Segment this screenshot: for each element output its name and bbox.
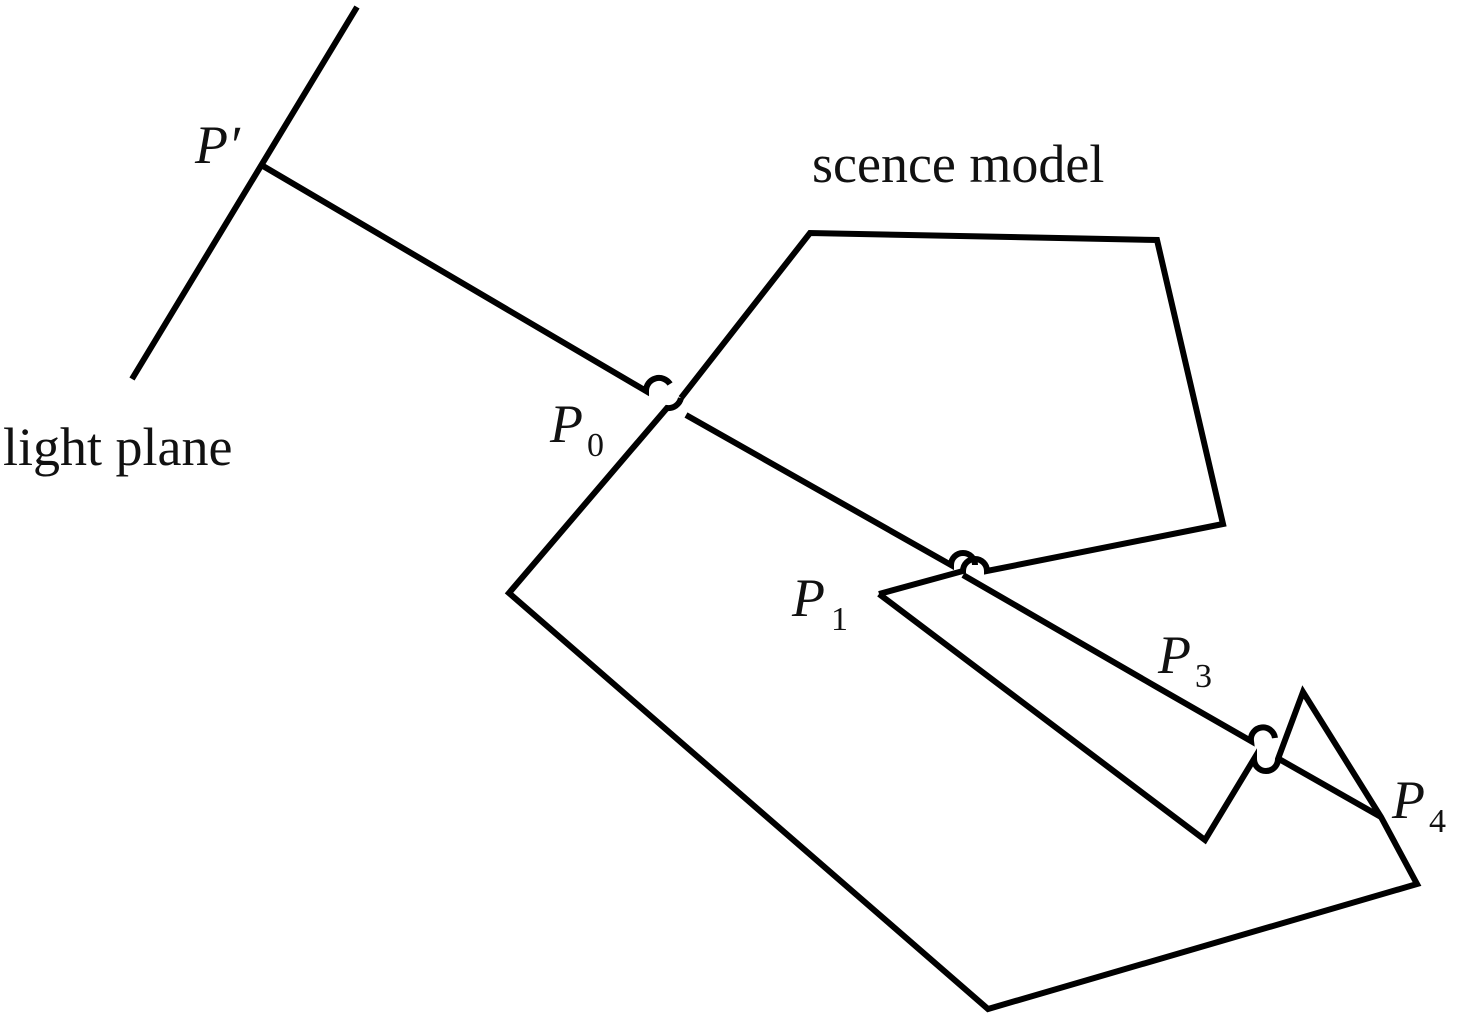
scene-model-upper-polygon (678, 229, 1227, 597)
p1-subscript: 1 (831, 601, 848, 638)
p4-subscript: 4 (1429, 803, 1446, 840)
light-plane-label: light plane (3, 417, 232, 477)
scene-model-label: scence model (812, 134, 1104, 194)
light-plane-line (129, 5, 360, 381)
p0-subscript: 0 (587, 427, 604, 464)
ray-segment-end (1277, 756, 1383, 820)
p3-subscript: 3 (1195, 658, 1212, 695)
p0-letter: P (549, 394, 583, 454)
p4-letter: P (1391, 770, 1425, 830)
scene-model-lower-polygon (504, 397, 1422, 1013)
ray-segment-p-prime-to-p0 (261, 163, 673, 397)
ray-segment-p0-to-p1 (684, 412, 978, 571)
p-prime-label: P′ (194, 115, 241, 175)
ray-segment-p1-to-p4 (961, 572, 1278, 747)
p1-letter: P (791, 568, 825, 628)
p3-letter: P (1157, 625, 1191, 685)
